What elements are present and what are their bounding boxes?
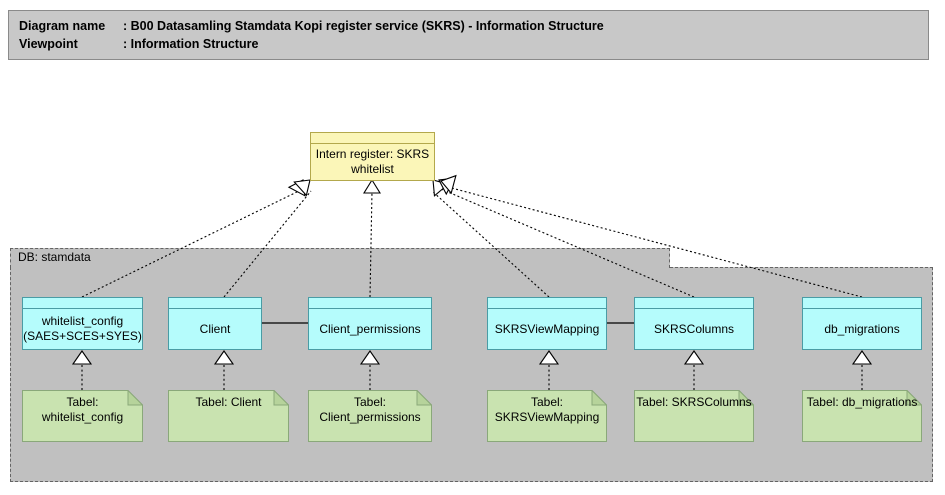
group-db-stamdata-label: DB: stamdata	[18, 250, 91, 264]
node-label: Client	[199, 321, 231, 336]
note-shape	[308, 390, 432, 442]
diagram-name-value: B00 Datasamling Stamdata Kopi register s…	[130, 19, 604, 33]
diagram-name-sep: :	[123, 19, 131, 33]
note-tabel-client-permissions[interactable]: Tabel: Client_permissions	[308, 390, 432, 442]
node-skrscolumns[interactable]: SKRSColumns	[634, 297, 754, 350]
note-tabel-client[interactable]: Tabel: Client	[168, 390, 289, 442]
note-label: Tabel: SKRSColumns	[636, 395, 752, 409]
viewpoint-line: Viewpoint: Information Structure	[19, 35, 928, 53]
node-header-strip	[23, 298, 142, 309]
note-label: Tabel: SKRSViewMapping	[494, 395, 600, 424]
arrowhead-db-migrations	[440, 174, 457, 195]
note-tabel-db-migrations[interactable]: Tabel: db_migrations	[802, 390, 922, 442]
node-label: db_migrations	[824, 321, 900, 336]
node-client-permissions[interactable]: Client_permissions	[308, 297, 432, 350]
diagram-name-key: Diagram name	[19, 19, 106, 33]
node-header-strip	[169, 298, 261, 309]
node-label: SKRSViewMapping	[494, 321, 600, 336]
node-label: whitelist_config (SAES+SCES+SYES)	[23, 314, 142, 343]
note-label: Tabel: Client_permissions	[319, 395, 421, 424]
note-tabel-skrscolumns[interactable]: Tabel: SKRSColumns	[634, 390, 754, 442]
arrowhead-client-permissions	[363, 178, 381, 194]
diagram-name-line: Diagram name: B00 Datasamling Stamdata K…	[19, 17, 928, 35]
node-header-strip	[309, 298, 431, 309]
note-shape	[634, 390, 754, 442]
note-shape	[487, 390, 607, 442]
node-skrsviewmapping[interactable]: SKRSViewMapping	[487, 297, 607, 350]
note-shape	[168, 390, 289, 442]
note-label: Tabel: Client	[195, 395, 262, 409]
node-label: SKRSColumns	[653, 321, 735, 336]
note-label: Tabel: db_migrations	[806, 395, 918, 409]
viewpoint-sep: :	[123, 37, 131, 51]
group-db-stamdata-body	[10, 267, 933, 482]
note-shape	[22, 390, 143, 442]
node-header-strip	[803, 298, 921, 309]
node-header-strip	[311, 133, 434, 144]
node-whitelist-config[interactable]: whitelist_config (SAES+SCES+SYES)	[22, 297, 143, 350]
node-header-strip	[635, 298, 753, 309]
note-tabel-skrsviewmapping[interactable]: Tabel: SKRSViewMapping	[487, 390, 607, 442]
node-db-migrations[interactable]: db_migrations	[802, 297, 922, 350]
group-db-stamdata[interactable]: DB: stamdata	[10, 248, 933, 482]
arrowhead-skrscolumns	[438, 177, 456, 196]
note-label: Tabel: whitelist_config	[41, 395, 124, 424]
group-db-stamdata-tab	[10, 248, 670, 268]
viewpoint-value: Information Structure	[130, 37, 259, 51]
viewpoint-key: Viewpoint	[19, 37, 78, 51]
diagram-title-block: Diagram name: B00 Datasamling Stamdata K…	[8, 10, 929, 60]
node-client[interactable]: Client	[168, 297, 262, 350]
node-header-strip	[488, 298, 606, 309]
note-tabel-whitelist-config[interactable]: Tabel: whitelist_config	[22, 390, 143, 442]
node-label: Intern register: SKRS whitelist	[315, 147, 430, 176]
node-label: Client_permissions	[319, 321, 421, 336]
arrowhead-whitelist-config	[287, 179, 306, 197]
note-shape	[802, 390, 922, 442]
node-intern-register-skrs-whitelist[interactable]: Intern register: SKRS whitelist	[310, 132, 435, 181]
